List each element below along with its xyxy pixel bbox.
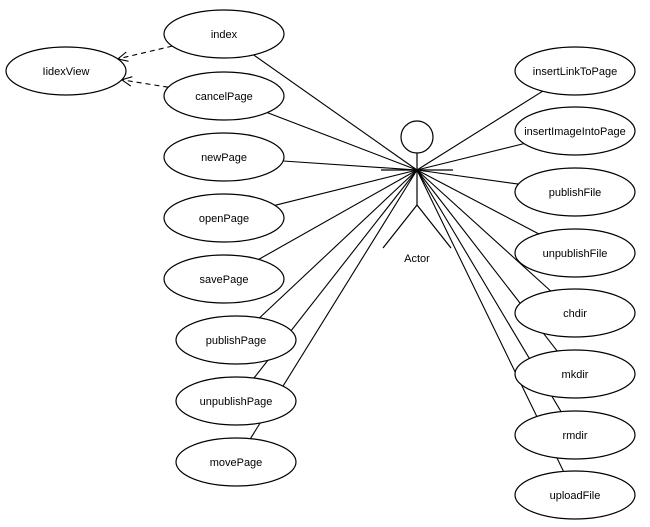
actor-figure: Actor bbox=[381, 120, 453, 265]
use-case-label: movePage bbox=[210, 457, 263, 469]
use-case-ellipse bbox=[514, 46, 636, 96]
use-case-label: cancelPage bbox=[195, 91, 253, 103]
use-case-publish-page: publishPage bbox=[175, 315, 297, 365]
association-save-page bbox=[258, 169, 418, 260]
use-case-label: newPage bbox=[201, 152, 247, 164]
use-case-new-page: newPage bbox=[163, 132, 285, 182]
use-case-label: openPage bbox=[199, 213, 249, 225]
use-case-ellipse bbox=[175, 437, 297, 487]
use-case-label: publishPage bbox=[206, 335, 267, 347]
association-insert-link-to-page bbox=[416, 90, 543, 171]
association-insert-image-into-page bbox=[416, 143, 525, 171]
use-case-insert-image-into-page: insertImageIntoPage bbox=[514, 106, 636, 156]
use-case-ellipse bbox=[514, 106, 636, 156]
use-case-ellipse bbox=[175, 376, 297, 426]
association-index bbox=[253, 54, 418, 171]
use-case-mkdir: mkdir bbox=[514, 349, 636, 399]
actor-left-leg bbox=[382, 204, 418, 249]
use-case-label: index bbox=[211, 29, 238, 41]
use-case-label: unpublishPage bbox=[200, 396, 273, 408]
dependency-cancel-page-to-iidex-view bbox=[121, 79, 169, 88]
use-case-ellipse bbox=[163, 254, 285, 304]
dependency-lines bbox=[116, 45, 173, 88]
use-case-chdir: chdir bbox=[514, 288, 636, 338]
use-case-ellipse bbox=[514, 470, 636, 520]
association-chdir bbox=[416, 169, 552, 292]
use-case-move-page: movePage bbox=[175, 437, 297, 487]
use-case-label: IidexView bbox=[43, 66, 90, 78]
use-case-label: publishFile bbox=[549, 187, 602, 199]
use-case-ellipse bbox=[163, 9, 285, 59]
actor-right-leg bbox=[416, 204, 452, 249]
use-case-label: rmdir bbox=[562, 430, 587, 442]
use-case-label: unpublishFile bbox=[543, 248, 608, 260]
use-case-ellipse bbox=[514, 410, 636, 460]
use-case-rmdir: rmdir bbox=[514, 410, 636, 460]
use-case-ellipse bbox=[514, 349, 636, 399]
use-case-index: index bbox=[163, 9, 285, 59]
use-case-ellipse bbox=[163, 193, 285, 243]
use-case-ellipse bbox=[163, 71, 285, 121]
use-case-unpublish-file: unpublishFile bbox=[514, 228, 636, 278]
use-case-open-page: openPage bbox=[163, 193, 285, 243]
use-case-label: chdir bbox=[563, 308, 587, 320]
dependency-index-to-iidex-view bbox=[117, 45, 173, 60]
use-case-insert-link-to-page: insertLinkToPage bbox=[514, 46, 636, 96]
association-publish-file bbox=[416, 169, 519, 185]
use-case-ellipse bbox=[514, 228, 636, 278]
use-case-cancel-page: cancelPage bbox=[163, 71, 285, 121]
association-publish-page bbox=[259, 169, 418, 319]
use-case-ellipse bbox=[163, 132, 285, 182]
actor-label: Actor bbox=[404, 253, 430, 265]
use-case-save-page: savePage bbox=[163, 254, 285, 304]
use-case-publish-file: publishFile bbox=[514, 167, 636, 217]
use-case-iidex-view: IidexView bbox=[5, 46, 127, 96]
use-case-label: insertImageIntoPage bbox=[524, 126, 626, 138]
use-case-unpublish-page: unpublishPage bbox=[175, 376, 297, 426]
use-case-label: insertLinkToPage bbox=[533, 66, 617, 78]
use-cases: index cancelPage newPage openPage savePage pu… bbox=[5, 9, 636, 520]
use-case-ellipse bbox=[514, 288, 636, 338]
use-case-ellipse bbox=[175, 315, 297, 365]
use-case-label: mkdir bbox=[562, 369, 589, 381]
association-cancel-page bbox=[267, 112, 418, 171]
use-case-label: uploadFile bbox=[550, 490, 601, 502]
use-case-upload-file: uploadFile bbox=[514, 470, 636, 520]
association-open-page bbox=[274, 169, 418, 206]
actor-head bbox=[400, 120, 434, 154]
association-unpublish-file bbox=[416, 169, 539, 235]
association-new-page bbox=[283, 160, 418, 171]
use-case-ellipse bbox=[5, 46, 127, 96]
use-case-label: savePage bbox=[200, 274, 249, 286]
use-case-ellipse bbox=[514, 167, 636, 217]
